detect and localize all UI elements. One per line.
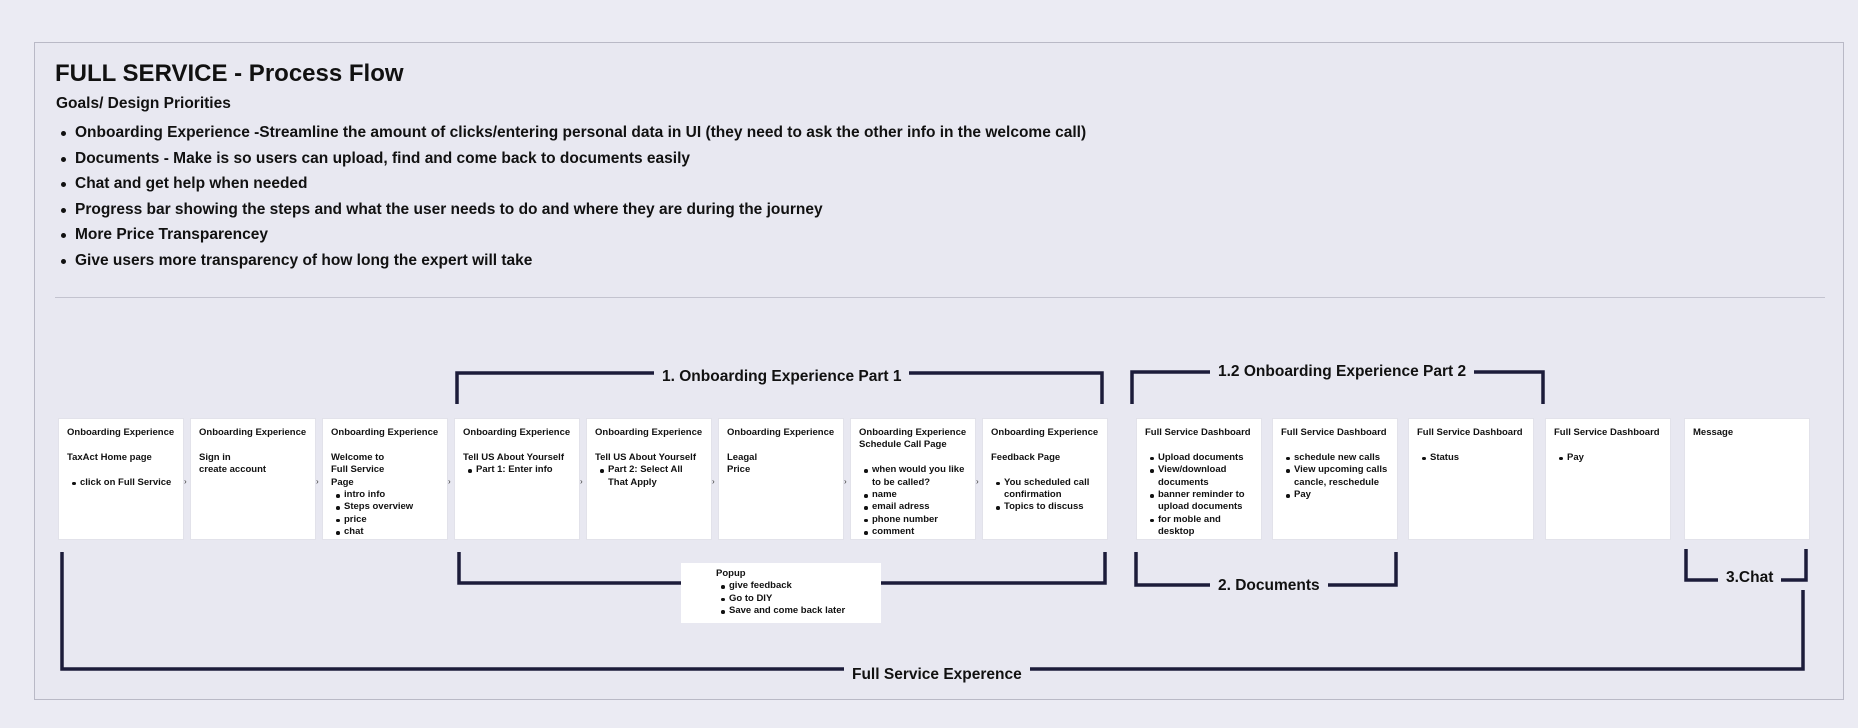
label-onboarding-part2: 1.2 Onboarding Experience Part 2 xyxy=(1210,363,1475,381)
flow-card-legal-price[interactable]: Onboarding Experience Leagal Price xyxy=(718,418,844,540)
goal-item: Documents - Make is so users can upload,… xyxy=(56,146,1086,172)
flow-card-tell-us-part2[interactable]: Onboarding Experience Tell US About Your… xyxy=(586,418,712,540)
label-documents: 2. Documents xyxy=(1210,577,1328,595)
flow-card-tell-us-part1[interactable]: Onboarding Experience Tell US About Your… xyxy=(454,418,580,540)
bracket-full-service xyxy=(60,552,1805,671)
goal-item: Chat and get help when needed xyxy=(56,171,1086,197)
flow-card-welcome-page[interactable]: Onboarding Experience Welcome to Full Se… xyxy=(322,418,448,540)
label-full-service: Full Service Experence xyxy=(844,666,1030,684)
flow-card-home-page[interactable]: Onboarding Experience TaxAct Home page c… xyxy=(58,418,184,540)
popup-title: Popup xyxy=(716,568,746,579)
goal-item: More Price Transparencey xyxy=(56,222,1086,248)
page-title: FULL SERVICE - Process Flow xyxy=(55,60,404,87)
arrow-right-icon: › xyxy=(448,477,451,486)
goal-item: Progress bar showing the steps and what … xyxy=(56,197,1086,223)
label-onboarding-part1: 1. Onboarding Experience Part 1 xyxy=(654,368,910,386)
flow-card-feedback-page[interactable]: Onboarding Experience Feedback Page You … xyxy=(982,418,1108,540)
goals-heading: Goals/ Design Priorities xyxy=(56,95,231,112)
goal-item: Onboarding Experience -Streamline the am… xyxy=(56,120,1086,146)
arrow-right-icon: › xyxy=(580,477,583,486)
arrow-right-icon: › xyxy=(316,477,319,486)
goal-item: Give users more transparency of how long… xyxy=(56,248,1086,274)
flow-card-dashboard-calls[interactable]: Full Service Dashboard schedule new call… xyxy=(1272,418,1398,540)
arrow-right-icon: › xyxy=(844,477,847,486)
flow-card-message[interactable]: Message xyxy=(1684,418,1810,540)
flow-card-dashboard-documents[interactable]: Full Service Dashboard Upload documents … xyxy=(1136,418,1262,540)
arrow-right-icon: › xyxy=(712,477,715,486)
flow-card-dashboard-pay[interactable]: Full Service Dashboard Pay xyxy=(1545,418,1671,540)
flow-card-dashboard-status[interactable]: Full Service Dashboard Status xyxy=(1408,418,1534,540)
arrow-right-icon: › xyxy=(976,477,979,486)
section-divider xyxy=(55,297,1825,298)
label-chat: 3.Chat xyxy=(1718,569,1782,587)
flow-card-schedule-call[interactable]: Onboarding Experience Schedule Call Page… xyxy=(850,418,976,540)
goals-list: Onboarding Experience -Streamline the am… xyxy=(56,120,1086,273)
popup-note: Popup give feedback Go to DIY Save and c… xyxy=(681,563,881,623)
arrow-right-icon: › xyxy=(184,477,187,486)
flow-card-sign-in[interactable]: Onboarding Experience Sign in create acc… xyxy=(190,418,316,540)
